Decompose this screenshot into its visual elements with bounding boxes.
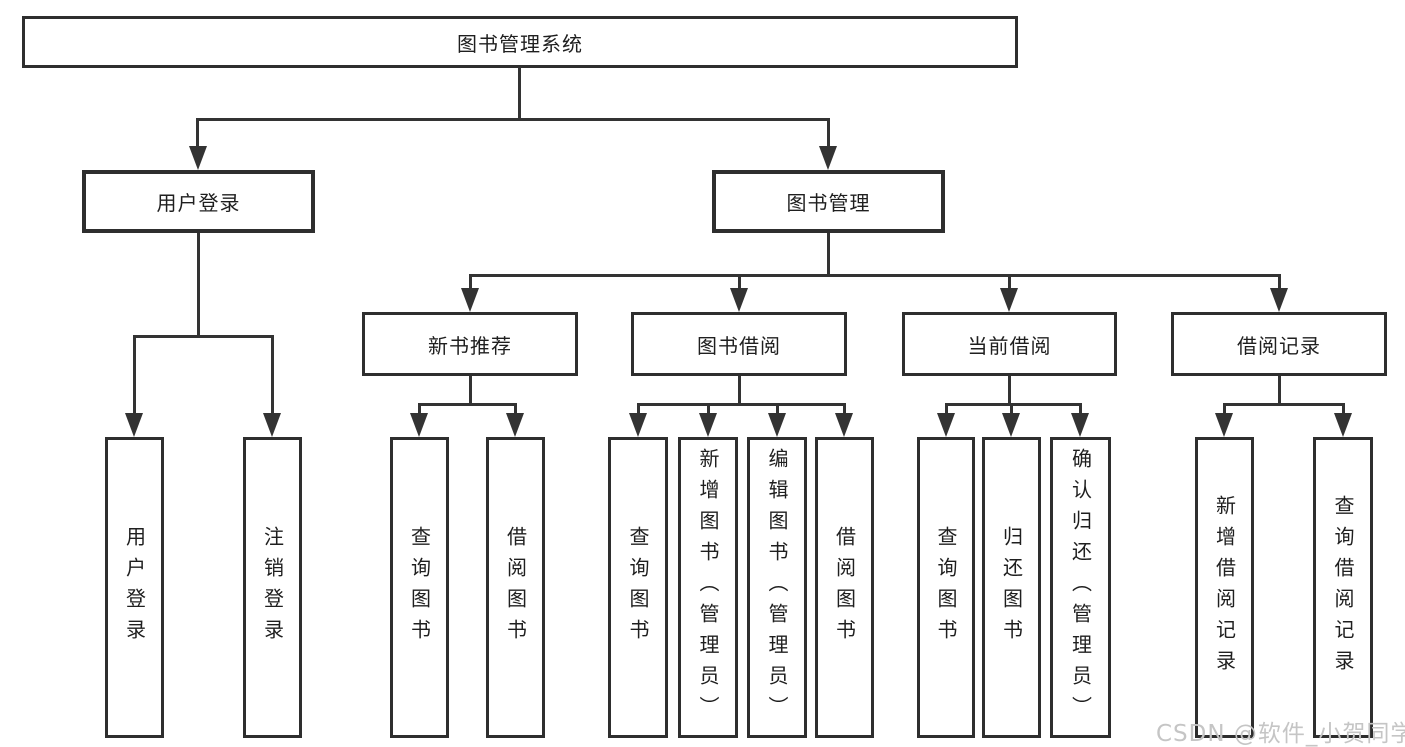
leaf-label: 查询图书 bbox=[934, 525, 958, 650]
connector-hline bbox=[945, 403, 1082, 406]
leaf-edit-books-admin: 编辑图书（管理员） bbox=[747, 437, 807, 738]
arrowhead-down-icon bbox=[1215, 413, 1233, 437]
node-current-borrowing: 当前借阅 bbox=[902, 312, 1117, 376]
arrowhead-down-icon bbox=[835, 413, 853, 437]
connector-vline bbox=[469, 376, 472, 405]
arrowhead-down-icon bbox=[937, 413, 955, 437]
connector-vline bbox=[827, 118, 830, 150]
arrowhead-down-icon bbox=[768, 413, 786, 437]
node-library-management-system: 图书管理系统 bbox=[22, 16, 1018, 68]
arrowhead-down-icon bbox=[1270, 288, 1288, 312]
node-new-book-recommendation: 新书推荐 bbox=[362, 312, 578, 376]
connector-vline bbox=[738, 376, 741, 405]
arrowhead-down-icon bbox=[189, 146, 207, 170]
node-label: 新书推荐 bbox=[428, 333, 512, 358]
connector-vline bbox=[271, 335, 274, 415]
connector-vline bbox=[637, 403, 640, 415]
leaf-label: 借阅图书 bbox=[832, 525, 857, 650]
leaf-borrow-books: 借阅图书 bbox=[815, 437, 874, 738]
leaf-label: 查询图书 bbox=[626, 525, 650, 650]
node-label: 图书管理系统 bbox=[457, 31, 583, 56]
connector-vline bbox=[133, 335, 136, 415]
leaf-label: 新增借阅记录 bbox=[1212, 494, 1237, 681]
connector-vline bbox=[1223, 403, 1226, 415]
leaf-label: 确认归还（管理员） bbox=[1068, 448, 1093, 727]
connector-hline bbox=[1223, 403, 1345, 406]
arrowhead-down-icon bbox=[629, 413, 647, 437]
connector-hline bbox=[133, 335, 274, 338]
connector-hline bbox=[637, 403, 846, 406]
leaf-borrow-books-recommend: 借阅图书 bbox=[486, 437, 545, 738]
connector-vline bbox=[1008, 376, 1011, 405]
connector-vline bbox=[514, 403, 517, 415]
arrowhead-down-icon bbox=[819, 146, 837, 170]
arrowhead-down-icon bbox=[125, 413, 143, 437]
connector-vline bbox=[843, 403, 846, 415]
connector-vline bbox=[469, 274, 472, 292]
arrowhead-down-icon bbox=[1334, 413, 1352, 437]
connector-vline bbox=[827, 233, 830, 276]
connector-vline bbox=[418, 403, 421, 415]
connector-hline bbox=[469, 274, 1281, 277]
connector-hline bbox=[196, 118, 830, 121]
leaf-label: 注销登录 bbox=[260, 525, 285, 650]
connector-vline bbox=[1342, 403, 1345, 415]
leaf-label: 借阅图书 bbox=[503, 525, 528, 650]
leaf-user-login: 用户登录 bbox=[105, 437, 164, 738]
arrowhead-down-icon bbox=[1071, 413, 1089, 437]
leaf-query-books-current: 查询图书 bbox=[917, 437, 975, 738]
leaf-label: 用户登录 bbox=[122, 525, 147, 650]
node-label: 用户登录 bbox=[156, 191, 241, 215]
connector-vline bbox=[776, 403, 779, 415]
leaf-label: 归还图书 bbox=[999, 525, 1024, 650]
node-label: 当前借阅 bbox=[967, 333, 1052, 358]
leaf-label: 查询图书 bbox=[407, 525, 432, 650]
connector-hline bbox=[418, 403, 517, 406]
node-book-management-branch: 图书管理 bbox=[712, 170, 945, 233]
node-label: 图书管理 bbox=[786, 191, 871, 215]
arrowhead-down-icon bbox=[506, 413, 524, 437]
connector-vline bbox=[738, 274, 741, 292]
connector-vline bbox=[1010, 403, 1013, 415]
connector-vline bbox=[196, 118, 199, 150]
node-borrowing-records: 借阅记录 bbox=[1171, 312, 1387, 376]
node-label: 借阅记录 bbox=[1237, 333, 1321, 358]
arrowhead-down-icon bbox=[1002, 413, 1020, 437]
leaf-query-borrow-record: 查询借阅记录 bbox=[1313, 437, 1373, 738]
leaf-label: 编辑图书（管理员） bbox=[765, 448, 789, 727]
connector-vline bbox=[1079, 403, 1082, 415]
connector-vline bbox=[1278, 274, 1281, 292]
connector-vline bbox=[1278, 376, 1281, 405]
arrowhead-down-icon bbox=[461, 288, 479, 312]
connector-vline bbox=[197, 233, 200, 337]
leaf-logout: 注销登录 bbox=[243, 437, 302, 738]
node-label: 图书借阅 bbox=[697, 333, 781, 358]
leaf-return-books: 归还图书 bbox=[982, 437, 1041, 738]
leaf-add-books-admin: 新增图书（管理员） bbox=[678, 437, 738, 738]
leaf-confirm-return-admin: 确认归还（管理员） bbox=[1050, 437, 1111, 738]
leaf-label: 查询借阅记录 bbox=[1331, 494, 1355, 681]
arrowhead-down-icon bbox=[263, 413, 281, 437]
connector-vline bbox=[945, 403, 948, 415]
connector-vline bbox=[707, 403, 710, 415]
leaf-query-books-recommend: 查询图书 bbox=[390, 437, 449, 738]
leaf-label: 新增图书（管理员） bbox=[696, 448, 720, 727]
leaf-query-books-borrowing: 查询图书 bbox=[608, 437, 668, 738]
connector-vline bbox=[1008, 274, 1011, 292]
arrowhead-down-icon bbox=[410, 413, 428, 437]
leaf-add-borrow-record: 新增借阅记录 bbox=[1195, 437, 1254, 738]
node-user-login-branch: 用户登录 bbox=[82, 170, 315, 233]
node-book-borrowing: 图书借阅 bbox=[631, 312, 847, 376]
connector-vline bbox=[518, 67, 521, 120]
arrowhead-down-icon bbox=[730, 288, 748, 312]
arrowhead-down-icon bbox=[1000, 288, 1018, 312]
arrowhead-down-icon bbox=[699, 413, 717, 437]
